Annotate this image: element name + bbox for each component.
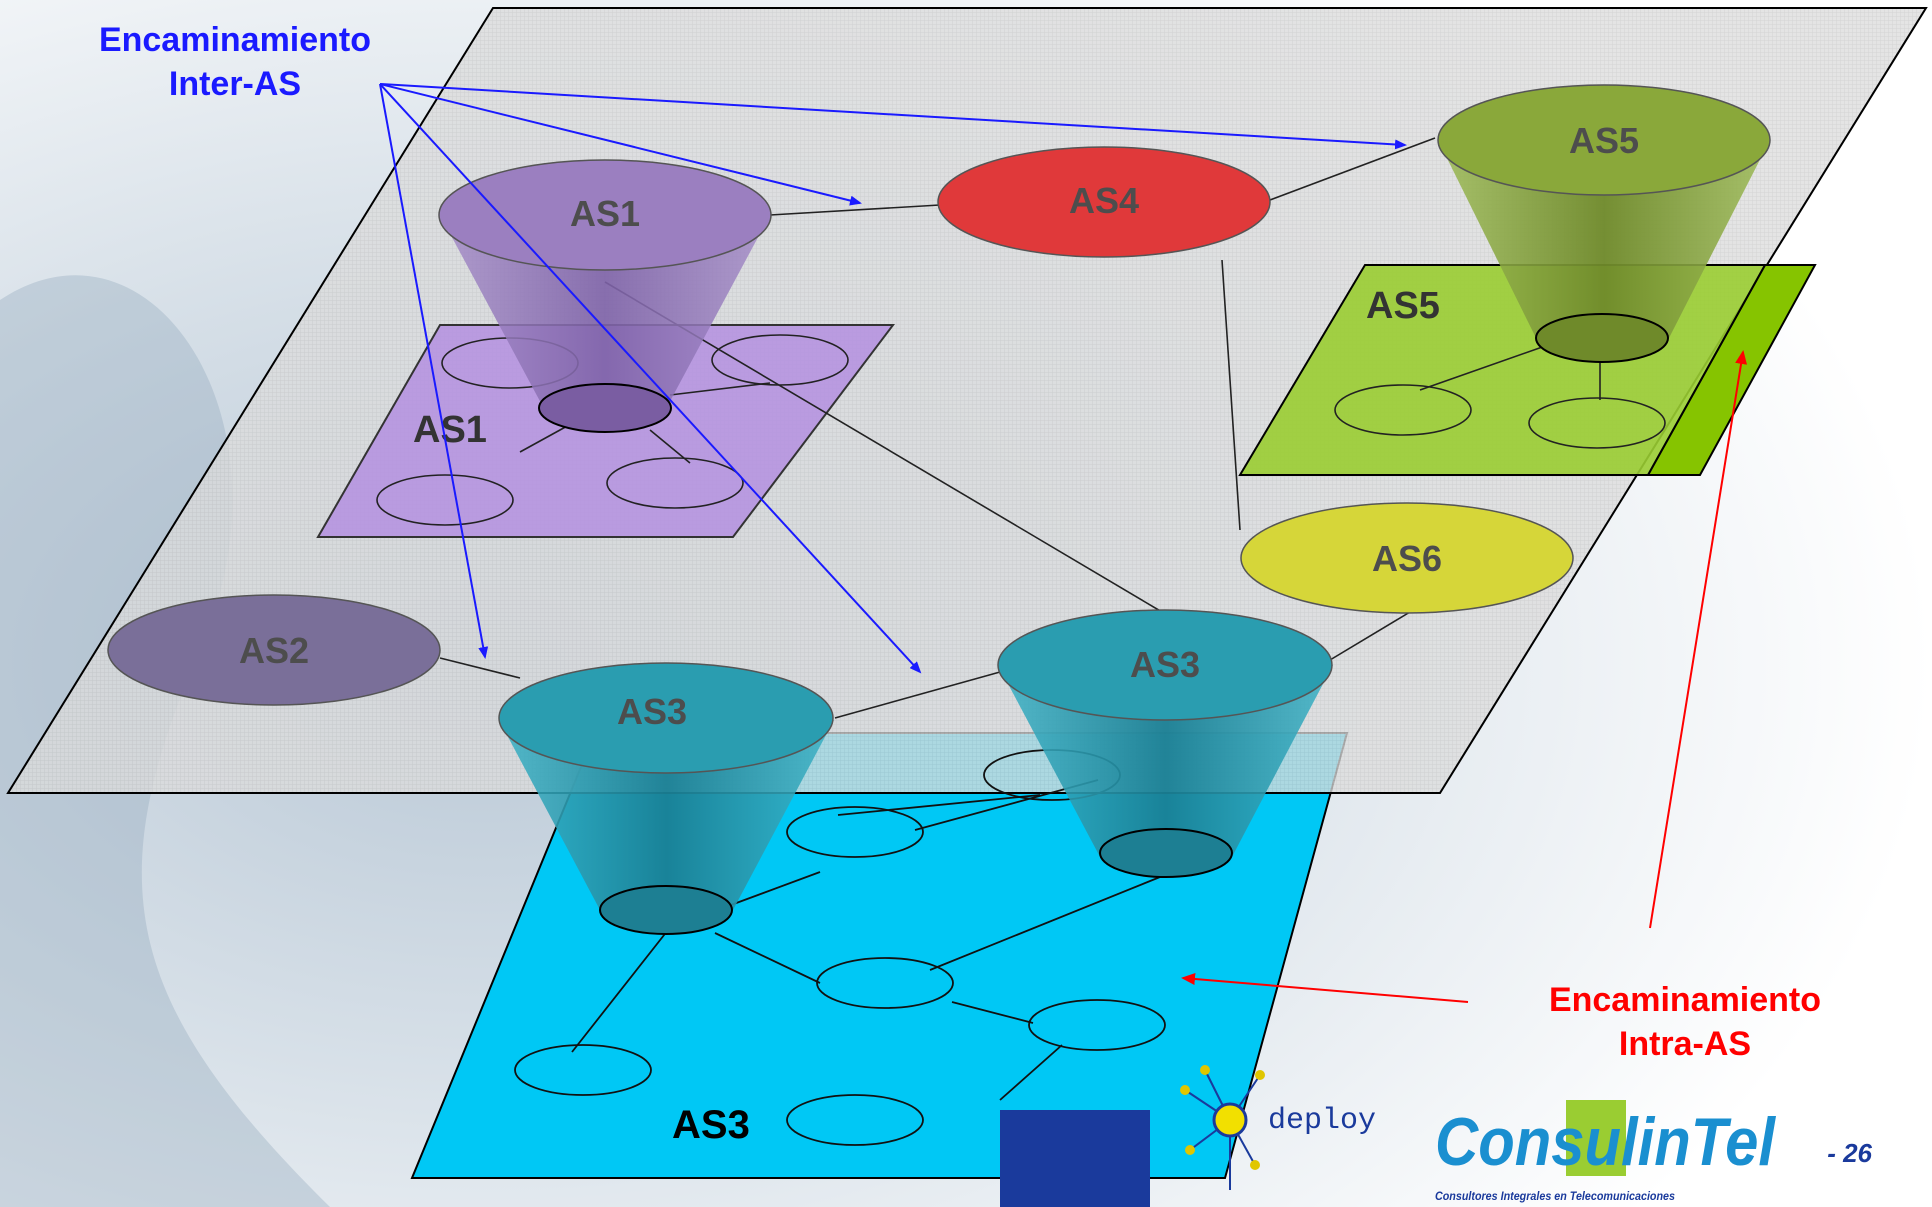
consulintel-logo: ConsulinTel Consultores Integrales en Te… xyxy=(1435,1100,1777,1203)
intra-as-callout: Encaminamiento Intra-AS xyxy=(1485,978,1885,1066)
node-label-as4: AS4 xyxy=(1069,180,1139,221)
as1-cone xyxy=(438,159,772,433)
inter-as-arrows xyxy=(379,83,1407,674)
as3-left-cone xyxy=(498,662,834,935)
blue-logo-block xyxy=(1000,1110,1150,1207)
node-label-as3-right: AS3 xyxy=(1130,644,1200,685)
intra-as-callout-text: Encaminamiento Intra-AS xyxy=(1548,981,1822,1063)
as6-node xyxy=(1240,502,1574,614)
plane-label-as5: AS5 xyxy=(1366,285,1440,327)
deploy-logo: deploy xyxy=(1180,1065,1376,1190)
as3-right-cone xyxy=(997,609,1333,878)
plane-label-as3: AS3 xyxy=(672,1103,750,1147)
as2-node xyxy=(107,594,441,706)
as5-cone xyxy=(1437,84,1771,363)
node-label-as1: AS1 xyxy=(570,193,640,234)
as5-internal xyxy=(1334,344,1666,449)
consulintel-logo-text: ConsulinTel xyxy=(1435,1104,1777,1180)
intra-as-arrows xyxy=(1181,350,1748,1003)
node-label-as6: AS6 xyxy=(1372,538,1442,579)
node-label-as3-left: AS3 xyxy=(617,691,687,732)
inter-as-callout: Encaminamiento Inter-AS xyxy=(55,18,415,106)
as4-node xyxy=(937,146,1271,258)
plane-label-as1: AS1 xyxy=(413,409,487,451)
page-number: - 26 xyxy=(1827,1138,1872,1168)
deploy-logo-text: deploy xyxy=(1268,1104,1376,1138)
inter-as-callout-text: Encaminamiento Inter-AS xyxy=(98,21,372,103)
consulintel-tagline: Consultores Integrales en Telecomunicaci… xyxy=(1435,1189,1675,1203)
node-label-as5: AS5 xyxy=(1569,120,1639,161)
node-label-as2: AS2 xyxy=(239,630,309,671)
